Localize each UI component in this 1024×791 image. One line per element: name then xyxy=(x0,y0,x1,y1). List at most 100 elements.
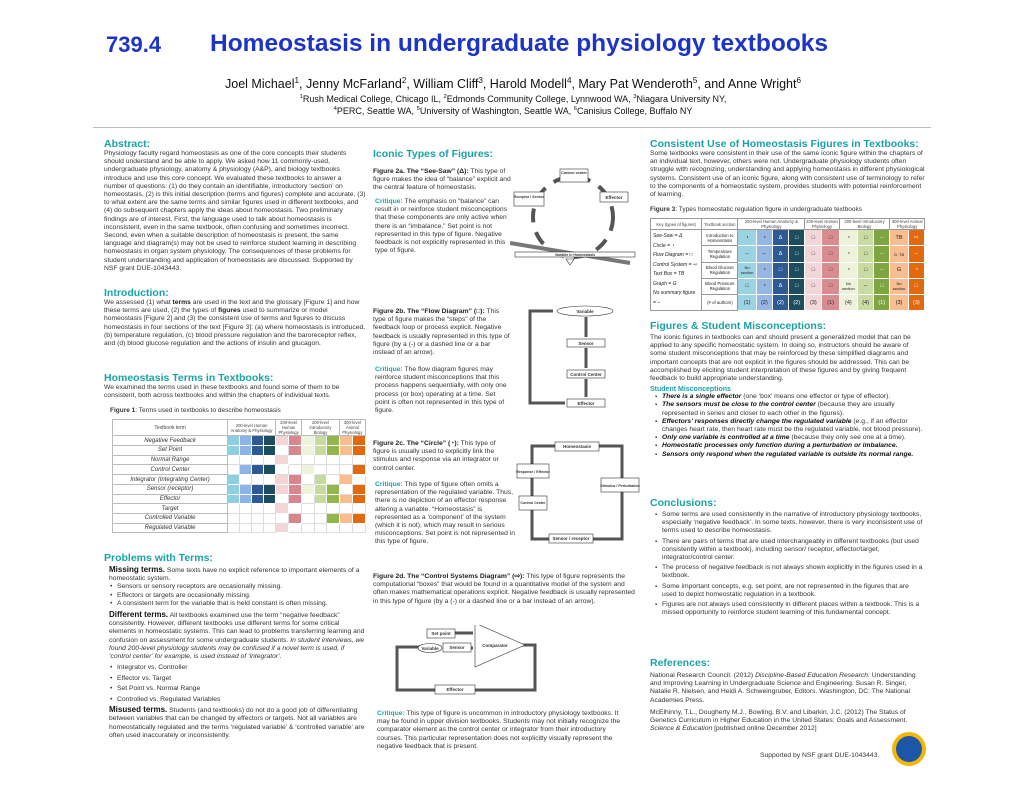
misconception-lead: The sensors must be close to the control… xyxy=(662,401,816,409)
misconception-item: Effectors’ responses directly change the… xyxy=(654,418,925,434)
table-row: Control Center xyxy=(111,464,367,476)
figure-type-cell: ◔ xyxy=(755,229,773,247)
term-label: Set Point xyxy=(111,445,229,456)
term-unused-cell xyxy=(301,474,315,485)
intro-bold-figures: figures xyxy=(218,307,241,315)
table-row: Negative Feedback xyxy=(111,435,367,447)
term-unused-cell xyxy=(313,464,328,476)
support-note: Supported by NSF grant DUE-1043443. xyxy=(760,752,880,759)
abstract-section: Abstract: Physiology faculty regard home… xyxy=(104,138,366,273)
figure-1-caption: Figure 1: Terms used in textbooks to des… xyxy=(110,407,366,414)
figure-2d-control-systems-diagram: Comparator Set point Variable Sensor Eff… xyxy=(395,625,537,695)
table-row: Regulated Variable xyxy=(111,522,367,534)
references-heading: References: xyxy=(650,657,711,669)
list-item: The process of negative feedback is not … xyxy=(654,564,925,580)
term-unused-cell xyxy=(338,454,353,466)
author-name: , William Cliff xyxy=(406,77,479,92)
misconception-item: Sensors only respond when the regulated … xyxy=(654,451,925,459)
figure-2a-critique-text: The emphasis on “balance” can result in … xyxy=(375,198,508,255)
textbook-section-label: Blood Pressure Regulation xyxy=(701,277,739,295)
term-unused-cell xyxy=(301,522,315,534)
nsf-logo xyxy=(892,732,926,766)
figure-2d-desc: This type of figure represents the compu… xyxy=(373,573,635,605)
effector-label: Effector xyxy=(605,195,622,200)
term-used-cell xyxy=(313,474,328,485)
reference-2: McElhinny, T.L., Dougherty M.J., Bowling… xyxy=(650,709,925,734)
list-item: Some important concepts, e.g. set point,… xyxy=(654,583,925,599)
textbook-group-header: 200-level Introductory Biology xyxy=(838,218,891,231)
author-list: Joel Michael1, Jenny McFarland2, William… xyxy=(93,76,933,91)
list-item: Figures are not always used consistently… xyxy=(654,601,925,617)
term-used-cell xyxy=(326,483,340,495)
different-terms-list: Integrator vs. ControllerEffector vs. Ta… xyxy=(109,663,366,705)
table-row: Blood Pressure Regulation□◔Δ□□□No sectio… xyxy=(651,277,926,295)
list-item: Integrator vs. Controller xyxy=(109,663,366,674)
affiliation-number: 2 xyxy=(443,94,447,100)
figure-1-caption-text: : Terms used in textbooks to describe ho… xyxy=(135,407,281,415)
affiliation-number: 1 xyxy=(299,94,303,100)
term-unused-cell xyxy=(251,503,265,514)
term-used-cell xyxy=(326,435,340,447)
figure-type-cell: (2) xyxy=(788,293,806,312)
author-affiliation-number: 3 xyxy=(478,76,483,85)
table-row: Normal Range xyxy=(111,454,367,466)
term-used-cell xyxy=(338,445,353,456)
figure-type-cell: TB xyxy=(889,229,909,247)
figure-type-cell: – xyxy=(737,245,757,263)
term-used-cell xyxy=(275,435,290,447)
variable-bar xyxy=(514,251,636,258)
term-used-cell xyxy=(239,493,253,505)
term-unused-cell xyxy=(251,454,265,466)
term-used-cell xyxy=(326,512,340,524)
term-unused-cell xyxy=(326,454,340,466)
key-entry: Flow Diagram = □ xyxy=(653,252,693,259)
term-unused-cell xyxy=(275,445,290,456)
affiliation-number: 6 xyxy=(573,106,577,112)
author-affiliation-number: 2 xyxy=(401,76,407,85)
textbook-group-header: 200-level Human Anatomy & Physiology xyxy=(227,419,277,437)
term-used-cell xyxy=(263,493,277,505)
effector-box xyxy=(599,191,629,203)
figure-2c-critique: Critique: This type of figure often omit… xyxy=(375,481,515,547)
sensor-label: Sensor xyxy=(449,645,465,650)
figure-2b-flow-diagram: Variable Sensor Control Center Effector xyxy=(528,305,614,408)
figure-type-cell: □ xyxy=(804,277,823,295)
figure-type-cell: ⇨ xyxy=(907,229,926,247)
terms-section: Homeostasis Terms in Textbooks: We exami… xyxy=(104,372,367,534)
term-used-cell xyxy=(326,493,340,505)
column-header: Textbook term xyxy=(111,419,229,437)
nsf-logo-globe xyxy=(896,736,922,762)
figure-type-cell: □ xyxy=(821,261,840,279)
term-used-cell xyxy=(239,464,253,476)
affiliation-text: Canisius College, Buffalo NY xyxy=(577,106,693,116)
figure-type-cell: (2) xyxy=(771,293,790,312)
term-used-cell xyxy=(275,503,290,514)
term-used-cell xyxy=(263,483,277,495)
control-center-label: Control Center xyxy=(520,501,546,505)
effector-box xyxy=(434,684,476,695)
abstract-text: Physiology faculty regard homeostasis as… xyxy=(104,150,366,272)
term-unused-cell xyxy=(251,522,265,534)
figure-type-cell: ◔ xyxy=(755,277,773,295)
term-used-cell xyxy=(227,445,241,456)
figure-type-cell: □ xyxy=(857,261,875,279)
term-used-cell xyxy=(301,483,315,495)
misused-terms-lead: Misused terms. xyxy=(109,705,168,715)
figure-type-cell: □ xyxy=(907,277,926,295)
misconceptions-list: There is a single effector (one ‘box’ me… xyxy=(654,393,925,459)
term-unused-cell xyxy=(338,522,353,534)
term-unused-cell xyxy=(338,503,353,514)
term-unused-cell xyxy=(301,454,315,466)
figure-2c-circle-diagram: Homeostasis Stimulus / Perturbation Sens… xyxy=(516,441,640,544)
term-unused-cell xyxy=(251,474,265,485)
stimulus-box xyxy=(600,477,640,493)
figure-2d-critique: Critique: This type of figure is uncommo… xyxy=(377,710,632,751)
intro-text-part: used to summarize or model homeostasis [… xyxy=(104,307,366,348)
textbook-group-header: 200-level Introductory Biology xyxy=(301,419,340,437)
figure-type-cell: (3) xyxy=(804,293,823,312)
affiliation-text: Niagara University NY, xyxy=(636,94,727,104)
list-item: There are pairs of terms that are used i… xyxy=(654,538,925,563)
figure-type-cell: ◔ xyxy=(838,229,859,247)
author-affiliation-number: 1 xyxy=(294,76,299,85)
term-unused-cell xyxy=(351,454,367,466)
